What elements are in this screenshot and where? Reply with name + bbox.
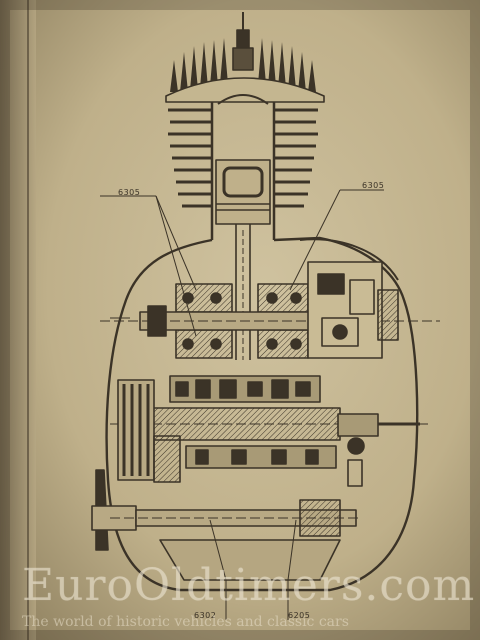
label-leader-lines xyxy=(100,189,384,620)
bearing-label-upper-right: 6305 xyxy=(362,181,385,190)
cylinder-barrel-fins xyxy=(168,108,318,208)
connecting-rod xyxy=(235,224,251,360)
engine-cross-section xyxy=(91,12,440,620)
book-spine-shadow xyxy=(0,0,36,640)
watermark-logo: EuroOldtimers.com xyxy=(22,560,476,611)
cylinder-head-fins xyxy=(170,38,316,92)
ignition-assembly xyxy=(307,261,399,359)
output-shaft xyxy=(110,499,360,537)
crankshaft xyxy=(100,305,440,337)
shift-mechanism xyxy=(337,413,420,487)
piston xyxy=(215,159,271,225)
crankcase-shell xyxy=(105,236,419,592)
bearing-label-bottom-right: 6205 xyxy=(288,611,311,620)
spark-plug xyxy=(232,12,254,71)
bearing-label-bottom-left: 6302 xyxy=(194,611,217,620)
watermark-tagline: The world of historic vehicles and class… xyxy=(22,614,349,630)
gearbox xyxy=(110,375,430,469)
clutch-pack xyxy=(117,379,181,483)
cylinder-bore xyxy=(210,102,276,240)
bearing-label-upper-left: 6305 xyxy=(118,188,141,197)
